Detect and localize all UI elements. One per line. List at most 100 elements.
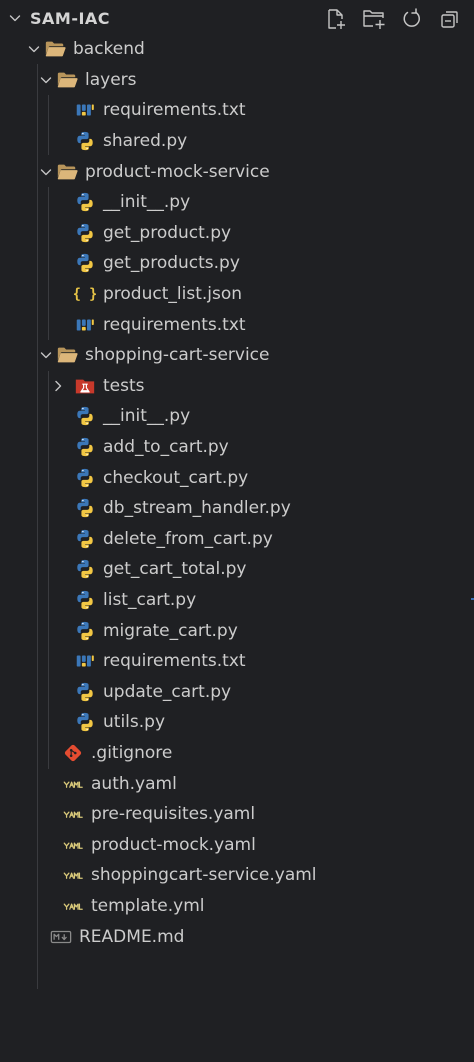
file-init-py[interactable]: __init__.py: [0, 401, 474, 432]
tree-item-label: product-mock-service: [85, 161, 270, 182]
pip-requirements-icon: [74, 650, 96, 672]
file-shared-py[interactable]: shared.py: [0, 126, 474, 157]
file-migrate-cart-py[interactable]: migrate_cart.py: [0, 615, 474, 646]
file-list-cart-py[interactable]: list_cart.py: [0, 585, 474, 616]
new-folder-button[interactable]: [358, 5, 390, 33]
yaml-icon: [62, 773, 84, 795]
tree-item-label: get_products.py: [103, 253, 240, 274]
tree-item-label: product_list.json: [103, 284, 243, 305]
file-db-stream-handler-py[interactable]: db_stream_handler.py: [0, 493, 474, 524]
tree-item-label: db_stream_handler.py: [103, 498, 291, 519]
yaml-icon: [62, 834, 84, 856]
tree-item-label: update_cart.py: [103, 681, 232, 702]
folder-backend[interactable]: backend: [0, 34, 474, 65]
markdown-icon: [50, 926, 72, 948]
file-requirements-txt[interactable]: requirements.txt: [0, 646, 474, 677]
file-template-yml[interactable]: template.yml: [0, 891, 474, 922]
folder-shopping-cart-service[interactable]: shopping-cart-service: [0, 340, 474, 371]
file-delete-from-cart-py[interactable]: delete_from_cart.py: [0, 524, 474, 555]
python-icon: [74, 222, 96, 244]
new-file-icon: [328, 9, 345, 29]
tree-item-label: shoppingcart-service.yaml: [91, 865, 317, 886]
python-icon: [74, 467, 96, 489]
file-utils-py[interactable]: utils.py: [0, 707, 474, 738]
file-get-product-py[interactable]: get_product.py: [0, 218, 474, 249]
indent-guide: [48, 371, 49, 769]
file-auth-yaml[interactable]: auth.yaml: [0, 768, 474, 799]
tests-folder-icon: [74, 375, 96, 397]
tree-item-label: tests: [103, 375, 145, 396]
chevron-down-icon: [24, 39, 44, 59]
refresh-icon: [403, 8, 420, 27]
file-product-list-json[interactable]: product_list.json: [0, 279, 474, 310]
tree-item-label: requirements.txt: [103, 651, 246, 672]
git-icon: [62, 742, 84, 764]
file-checkout-cart-py[interactable]: checkout_cart.py: [0, 462, 474, 493]
tree-item-label: requirements.txt: [103, 100, 246, 121]
python-icon: [74, 589, 96, 611]
file-add-to-cart-py[interactable]: add_to_cart.py: [0, 432, 474, 463]
file-get-products-py[interactable]: get_products.py: [0, 248, 474, 279]
tree-item-label: product-mock.yaml: [91, 834, 256, 855]
tree-item-label: shopping-cart-service: [85, 345, 270, 366]
new-folder-icon: [363, 10, 385, 29]
scrollbar-indicator[interactable]: [471, 598, 474, 600]
tree-item-label: pre-requisites.yaml: [91, 804, 256, 825]
folder-layers[interactable]: layers: [0, 65, 474, 96]
tree-item-label: __init__.py: [103, 406, 191, 427]
collapse-all-icon: [441, 11, 458, 28]
chevron-down-icon: [36, 162, 56, 182]
file-gitignore[interactable]: .gitignore: [0, 738, 474, 769]
python-icon: [74, 681, 96, 703]
explorer-header[interactable]: SAM-IAC: [0, 0, 474, 36]
tree-item-label: add_to_cart.py: [103, 437, 229, 458]
file-update-cart-py[interactable]: update_cart.py: [0, 676, 474, 707]
file-requirements-txt[interactable]: requirements.txt: [0, 309, 474, 340]
tree-item-label: __init__.py: [103, 192, 191, 213]
tree-item-label: checkout_cart.py: [103, 467, 249, 488]
python-icon: [74, 191, 96, 213]
python-icon: [74, 405, 96, 427]
collapse-all-button[interactable]: [434, 5, 466, 33]
file-product-mock-yaml[interactable]: product-mock.yaml: [0, 829, 474, 860]
tree-item-label: migrate_cart.py: [103, 620, 238, 641]
indent-guide: [37, 64, 38, 989]
tree-item-label: requirements.txt: [103, 314, 246, 335]
refresh-button[interactable]: [396, 5, 428, 33]
python-icon: [74, 528, 96, 550]
folder-tests[interactable]: tests: [0, 371, 474, 402]
file-get-cart-total-py[interactable]: get_cart_total.py: [0, 554, 474, 585]
chevron-down-icon[interactable]: [6, 9, 24, 27]
yaml-icon: [62, 895, 84, 917]
folder-open-icon: [56, 161, 78, 183]
folder-open-icon: [56, 69, 78, 91]
workspace-title[interactable]: SAM-IAC: [30, 8, 111, 28]
json-icon: [74, 283, 96, 305]
explorer-actions: [320, 5, 466, 33]
tree-item-label: utils.py: [103, 712, 165, 733]
python-icon: [74, 558, 96, 580]
chevron-right-icon: [48, 376, 68, 396]
file-pre-requisites-yaml[interactable]: pre-requisites.yaml: [0, 799, 474, 830]
file-tree: backend layers requirements.txt shared.p…: [0, 34, 474, 989]
tree-item-label: template.yml: [91, 895, 205, 916]
indent-guide: [48, 187, 49, 340]
tree-item-label: auth.yaml: [91, 773, 177, 794]
folder-open-icon: [44, 38, 66, 60]
python-icon: [74, 620, 96, 642]
python-icon: [74, 130, 96, 152]
file-shoppingcart-service-yaml[interactable]: shoppingcart-service.yaml: [0, 860, 474, 891]
file-init-py[interactable]: __init__.py: [0, 187, 474, 218]
tree-item-label: backend: [73, 39, 145, 60]
tree-item-label: delete_from_cart.py: [103, 528, 273, 549]
folder-product-mock-service[interactable]: product-mock-service: [0, 156, 474, 187]
new-file-button[interactable]: [320, 5, 352, 33]
indent-guide: [48, 95, 49, 155]
python-icon: [74, 497, 96, 519]
yaml-icon: [62, 864, 84, 886]
file-readme-md[interactable]: README.md: [0, 921, 474, 952]
tree-item-label: layers: [85, 69, 137, 90]
folder-open-icon: [56, 344, 78, 366]
file-requirements-txt[interactable]: requirements.txt: [0, 95, 474, 126]
